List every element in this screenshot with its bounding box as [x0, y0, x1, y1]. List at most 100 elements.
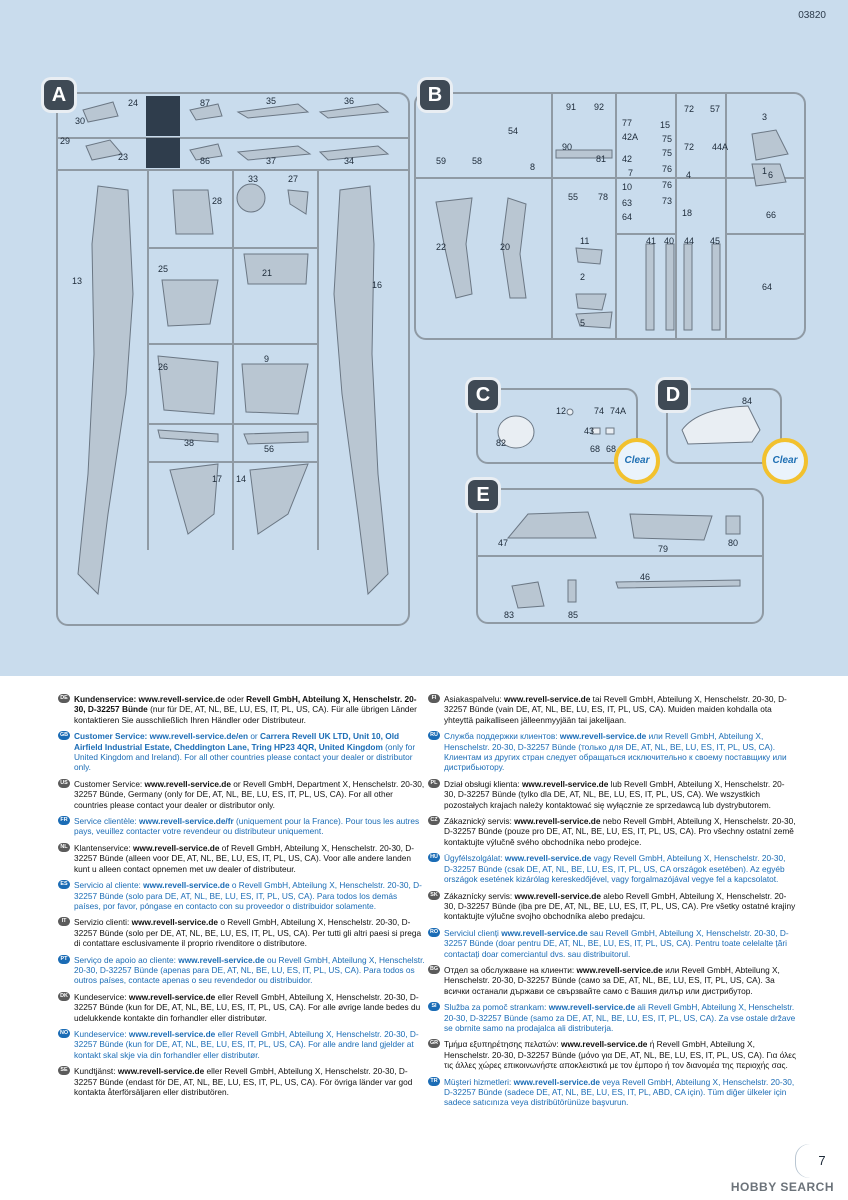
svg-text:77: 77	[622, 118, 632, 128]
country-flag-icon: HU	[428, 853, 440, 863]
svg-text:37: 37	[266, 156, 276, 166]
document-code: 03820	[798, 10, 826, 21]
svg-text:83: 83	[504, 610, 514, 620]
svg-text:73: 73	[662, 196, 672, 206]
service-text-text: eller Revell GmbH, Abteilung X, Henschel…	[74, 1066, 413, 1097]
svg-text:86: 86	[200, 156, 210, 166]
sprue-d: 84 D Clear	[658, 380, 808, 484]
service-text-mid: Müşteri hizmetleri:	[444, 1076, 514, 1087]
country-flag-icon: GR	[428, 1039, 440, 1049]
service-entry-ru: RU Служба поддержки клиентов: www.revell-…	[428, 731, 796, 773]
svg-text:80: 80	[728, 538, 738, 548]
service-text-text: vagy Revell GmbH, Abteilung X, Henschels…	[444, 853, 786, 885]
svg-text:75: 75	[662, 134, 672, 144]
svg-text:25: 25	[158, 264, 168, 274]
service-text-mid: Servicio al cliente:	[74, 880, 144, 891]
svg-text:18: 18	[682, 208, 692, 218]
service-text-text: (nur für DE, AT, NL, BE, LU, ES, IT, PL,…	[74, 704, 417, 725]
svg-text:34: 34	[344, 156, 354, 166]
svg-text:4: 4	[686, 170, 691, 180]
country-flag-icon: SE	[58, 1066, 70, 1076]
service-text-mid: Ügyfélszolgálat:	[444, 853, 505, 864]
service-text-mid: Servizio clienti:	[74, 917, 132, 928]
svg-text:76: 76	[662, 164, 672, 174]
service-text-mid: Asiakaspalvelu:	[444, 694, 504, 704]
country-flag-icon: SI	[428, 1002, 440, 1012]
country-flag-icon: FR	[58, 816, 70, 826]
svg-text:81: 81	[596, 154, 606, 164]
svg-text:10: 10	[622, 182, 632, 192]
svg-text:12: 12	[556, 406, 566, 416]
service-text-bold: Customer Service: www.revell-service.de/…	[74, 731, 249, 742]
service-text-mid: Kundeservice:	[74, 991, 129, 1002]
svg-text:35: 35	[266, 96, 276, 106]
watermark: HOBBY SEARCH	[730, 1180, 834, 1194]
service-text-mid: Klantenservice:	[74, 842, 134, 853]
svg-text:21: 21	[262, 268, 272, 278]
sprue-d-clear-badge: Clear	[762, 438, 808, 484]
service-text-mid: Служба поддержки клиентов:	[444, 731, 560, 742]
service-text-text: alebo Revell GmbH, Abteilung X, Henschel…	[444, 890, 796, 922]
svg-text:68: 68	[606, 444, 616, 454]
service-text-text: of Revell GmbH, Abteilung X, Henschelstr…	[74, 842, 415, 874]
svg-text:57: 57	[710, 104, 720, 114]
svg-text:28: 28	[212, 196, 222, 206]
service-text-text: o Revell GmbH, Abteilung X, Henschelstr.…	[74, 880, 422, 911]
svg-text:54: 54	[508, 126, 518, 136]
svg-text:74: 74	[594, 406, 604, 416]
sprue-d-badge: D	[658, 380, 688, 410]
svg-text:24: 24	[128, 98, 138, 108]
sprue-d-drawing: 84	[681, 396, 761, 445]
svg-text:59: 59	[436, 156, 446, 166]
service-text-mid: Kundtjänst:	[74, 1066, 118, 1077]
service-text-text: (uniquement pour la France). Pour tous l…	[74, 816, 420, 837]
service-text-bold2: www.revell-service.de	[521, 778, 609, 789]
svg-text:44: 44	[684, 236, 694, 246]
service-text-bold2: www.revell-service.de	[143, 880, 230, 891]
svg-text:74A: 74A	[610, 406, 626, 416]
svg-text:20: 20	[500, 242, 510, 252]
svg-text:13: 13	[72, 276, 82, 286]
service-text-bold2: www.revell-service.de	[513, 1076, 601, 1087]
service-text-bold2: www.revell-service.de/fr	[139, 816, 234, 827]
svg-text:87: 87	[200, 98, 210, 108]
service-text-text: eller Revell GmbH, Abteilung X, Henschel…	[74, 991, 421, 1023]
svg-text:5: 5	[580, 318, 585, 328]
country-flag-icon: SK	[428, 890, 440, 900]
svg-text:29: 29	[60, 136, 70, 146]
svg-text:42A: 42A	[622, 132, 638, 142]
service-entry-fr: FR Service clientèle: www.revell-service.…	[58, 816, 426, 837]
country-flag-icon: RU	[428, 731, 440, 741]
service-text-text: ali Revell GmbH, Abteilung X, Henschelst…	[444, 1002, 796, 1033]
svg-text:42: 42	[622, 154, 632, 164]
country-flag-icon: RO	[428, 927, 440, 937]
svg-text:3: 3	[762, 112, 767, 122]
svg-text:72: 72	[684, 142, 694, 152]
svg-text:40: 40	[664, 236, 674, 246]
service-text-mid: Kundeservice:	[74, 1028, 129, 1039]
service-text-mid: Service clientèle:	[74, 816, 140, 827]
service-text-mid: Dział obsługi klienta:	[444, 778, 522, 789]
svg-text:44A: 44A	[712, 142, 728, 152]
svg-text:16: 16	[372, 280, 382, 290]
country-flag-icon: PL	[428, 778, 440, 788]
svg-text:78: 78	[598, 192, 608, 202]
svg-text:11: 11	[580, 236, 589, 246]
service-text-bold2: www.revell-service.de	[559, 731, 647, 742]
service-text-bold: Kundenservice: www.revell-service.de	[74, 694, 225, 704]
